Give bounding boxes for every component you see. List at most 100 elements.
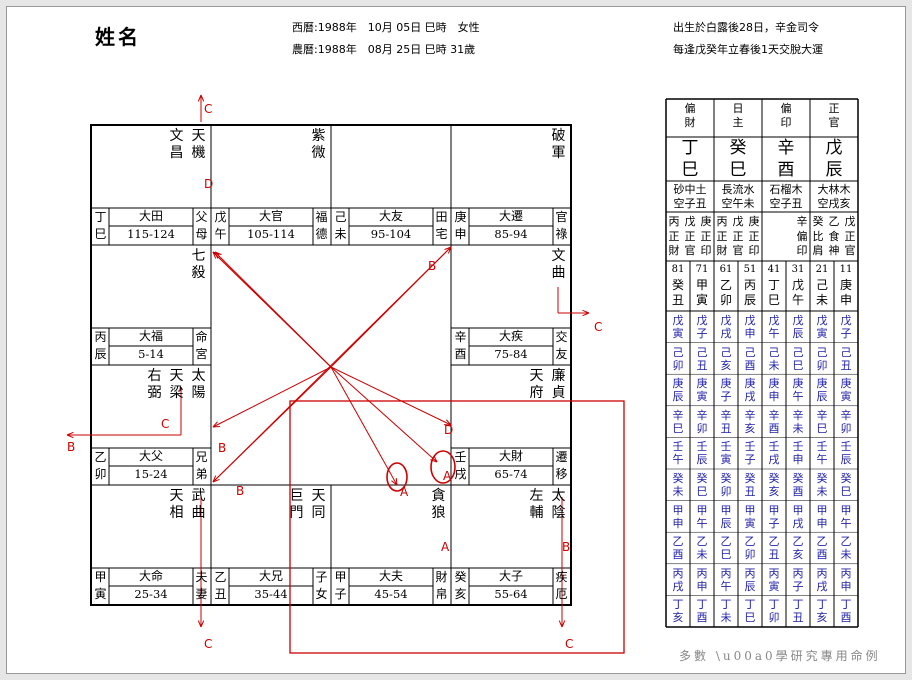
palace-branch: 辰 [94, 347, 107, 361]
star-char: 七 [191, 248, 206, 264]
palace-name: 宮 [195, 347, 208, 361]
void: 空子丑 [673, 197, 707, 210]
luck-branch: 丑 [671, 293, 684, 307]
highlight-circle [386, 462, 408, 492]
star-char: 天 [191, 128, 206, 144]
year-branch: 午 [720, 579, 732, 593]
palace-stem: 己 [334, 210, 347, 224]
year-stem: 壬 [744, 440, 756, 454]
star-char: 天 [169, 488, 184, 504]
hidden-stem: 丙 [668, 215, 680, 228]
star-char: 文 [169, 128, 184, 144]
transform-mark: C [594, 320, 603, 334]
luck-branch: 未 [815, 293, 828, 307]
year-branch: 子 [840, 327, 852, 340]
luck-stem: 丁 [767, 278, 780, 292]
arrow-head [561, 620, 566, 628]
hidden-stem: 癸 [812, 215, 824, 228]
luck-age: 41 [767, 264, 781, 275]
year-stem: 丙 [816, 566, 828, 580]
year-branch: 亥 [768, 485, 780, 498]
year-branch: 卯 [768, 611, 780, 625]
transform-mark: B [428, 259, 437, 273]
luck-branch: 午 [791, 293, 804, 307]
palace-stem: 甲 [94, 570, 107, 584]
palace-stem: 戊 [214, 210, 227, 224]
watermark-text: 多數 \u00a0學研究專用命例 [679, 649, 881, 663]
year-branch: 寅 [744, 516, 756, 530]
decade-age: 25-34 [134, 587, 168, 601]
decade-age: 75-84 [494, 347, 528, 361]
year-branch: 卯 [720, 485, 732, 498]
year-branch: 辰 [672, 390, 684, 404]
year-stem: 甲 [696, 503, 708, 517]
year-stem: 癸 [744, 472, 756, 485]
palace-stem: 乙 [94, 450, 107, 464]
star-char: 曲 [191, 505, 206, 521]
year-stem: 癸 [792, 472, 804, 485]
palace-stem: 癸 [454, 570, 467, 584]
sihua-line [330, 366, 438, 463]
luck-branch: 辰 [743, 293, 756, 307]
decade-palace: 大福 [138, 329, 163, 343]
luck-stem: 戊 [791, 278, 804, 292]
year-branch: 申 [792, 453, 804, 467]
hidden-stem: 丙 [716, 215, 728, 228]
nayin: 大林木 [817, 183, 851, 196]
arrow-head [66, 434, 74, 439]
decade-palace: 大田 [138, 209, 163, 223]
year-stem: 戊 [672, 314, 684, 327]
year-stem: 癸 [816, 472, 828, 485]
year-branch: 辰 [744, 579, 756, 593]
sihua-line [212, 366, 332, 428]
star-char: 機 [191, 145, 206, 161]
palace-name: 疾 [555, 570, 568, 584]
year-branch: 戌 [768, 453, 780, 467]
year-stem: 戊 [744, 314, 756, 327]
hidden-god: 正 [844, 230, 856, 243]
hidden-stem: 庚 [748, 215, 760, 228]
hidden-god: 印 [700, 244, 712, 257]
transform-mark: C [161, 417, 170, 431]
year-stem: 甲 [768, 503, 780, 517]
star-char: 巨 [289, 488, 304, 504]
palace-name: 夫 [195, 570, 208, 584]
star-char: 文 [551, 248, 566, 264]
ten-god: 主 [732, 116, 744, 129]
luck-stem: 乙 [719, 278, 732, 292]
hidden-stem: 乙 [828, 215, 840, 228]
hidden-stem: 庚 [700, 215, 712, 228]
year-branch: 申 [696, 579, 708, 593]
hidden-god: 神 [828, 244, 840, 257]
palace-name: 女 [315, 587, 328, 601]
star-char: 太 [191, 368, 206, 384]
year-stem: 庚 [840, 377, 852, 391]
palace-branch: 卯 [94, 467, 107, 481]
hidden-god: 正 [700, 230, 712, 243]
decade-palace: 大疾 [498, 329, 523, 343]
year-stem: 己 [720, 345, 732, 359]
year-branch: 未 [840, 548, 852, 562]
arrow-head [200, 620, 205, 628]
year-branch: 卯 [696, 421, 708, 435]
ten-god: 偏 [684, 102, 696, 115]
ten-god: 印 [780, 116, 792, 129]
arrow-head [446, 419, 452, 426]
pillar-stem: 戊 [825, 138, 843, 158]
decade-palace: 大遷 [498, 209, 523, 223]
year-branch: 午 [672, 453, 684, 467]
star-char: 狼 [431, 505, 446, 521]
star-char: 殺 [191, 265, 206, 281]
solar-date: 西曆:1988年 10月 05日 巳時 女性 [292, 21, 480, 34]
year-branch: 卯 [744, 548, 756, 562]
nayin: 砂中土 [673, 183, 707, 196]
palace-name: 弟 [195, 467, 208, 481]
year-branch: 巳 [792, 358, 804, 372]
year-branch: 戌 [720, 327, 732, 340]
luck-branch: 卯 [719, 293, 732, 307]
ten-god: 官 [828, 116, 840, 129]
year-branch: 午 [816, 453, 828, 467]
palace-name: 兄 [195, 450, 208, 464]
year-stem: 庚 [744, 377, 756, 391]
hidden-god: 印 [748, 244, 760, 257]
